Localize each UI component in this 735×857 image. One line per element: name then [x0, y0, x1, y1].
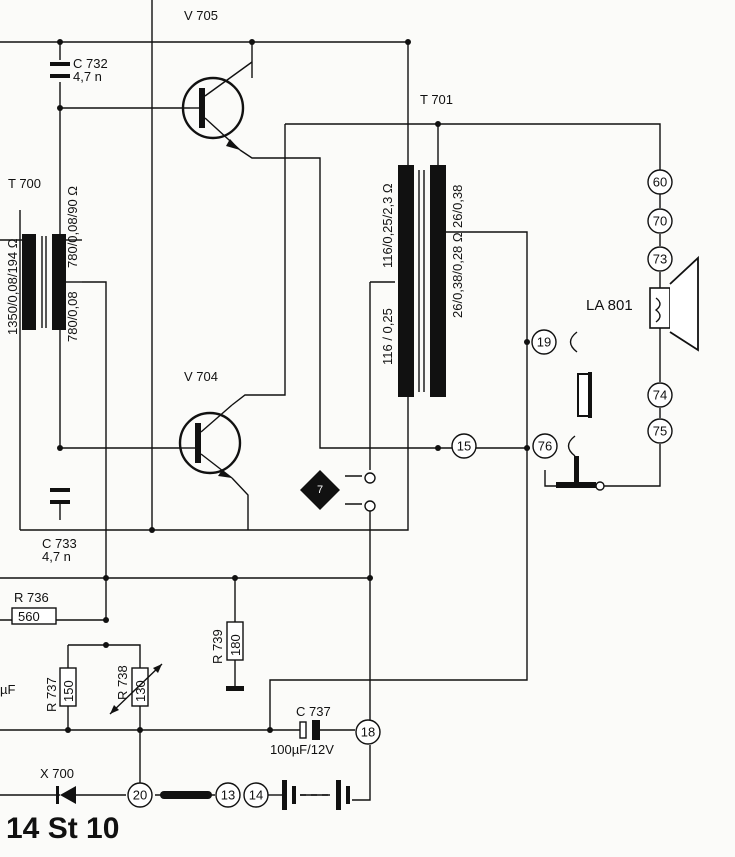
svg-text:18: 18	[361, 725, 375, 740]
svg-text:19: 19	[537, 335, 551, 350]
terminal-70: 70	[647, 208, 673, 234]
terminal-19: 19	[531, 329, 557, 355]
t701-winding-3: 26/0,38	[450, 185, 465, 228]
page-reference: 14 St 10	[6, 812, 119, 845]
capacitor-c732: C 732 4,7 n	[50, 56, 108, 84]
svg-text:13: 13	[221, 788, 235, 803]
transformer-t701: T 701 116/0,25/2,3 Ω 116 / 0,25 26/0,38 …	[380, 92, 465, 397]
terminal-14: 14	[243, 782, 269, 808]
t701-label: T 701	[420, 92, 453, 107]
resistor-r739: 180 R 739	[210, 621, 244, 691]
terminals: 60 70 73 74 75 19 76 15 18 20 13 14	[127, 169, 673, 808]
resistor-r736: R 736 560	[11, 590, 57, 625]
x700-label: X 700	[40, 766, 74, 781]
t700-label: T 700	[8, 176, 41, 191]
earphone-jack	[556, 331, 605, 491]
svg-text:15: 15	[457, 439, 471, 454]
t700-winding-secondary-b: 780/0,08	[65, 291, 80, 342]
t701-winding-2: 116 / 0,25	[380, 308, 395, 365]
r736-value: 560	[18, 609, 40, 624]
loudspeaker-la801: LA 801	[586, 255, 699, 352]
terminal-74: 74	[647, 382, 673, 408]
t701-winding-1: 116/0,25/2,3 Ω	[380, 183, 395, 268]
terminal-15: 15	[451, 433, 477, 459]
resistor-r737: 150 R 737	[44, 667, 77, 712]
terminal-18: 18	[355, 719, 381, 745]
svg-text:60: 60	[653, 175, 667, 190]
la801-label: LA 801	[586, 297, 633, 314]
terminal-13: 13	[215, 782, 241, 808]
capacitor-c737: C 737 100µF/12V	[270, 704, 334, 757]
c737-value: 100µF/12V	[270, 742, 334, 757]
c737-label: C 737	[296, 704, 331, 719]
r737-value: 150	[61, 680, 76, 702]
module-diamond-label: 7	[317, 484, 323, 496]
v705-label: V 705	[184, 8, 218, 23]
junction-dots	[57, 39, 530, 733]
r738-label: R 738	[115, 665, 130, 700]
terminal-60: 60	[647, 169, 673, 195]
t701-winding-4: 26/0,38/0,28 Ω	[450, 232, 465, 318]
transistor-v704: V 704	[178, 369, 242, 479]
t700-winding-secondary-a: 780/0,08/90 Ω	[65, 186, 80, 268]
c732-value: 4,7 n	[73, 69, 102, 84]
r739-value: 180	[228, 634, 243, 656]
uf-fragment-label: µF	[0, 682, 15, 697]
transformer-t700: T 700 1350/0,08/194 Ω 780/0,08/90 Ω 780/…	[0, 176, 82, 342]
v704-label: V 704	[184, 369, 218, 384]
transistor-v705: V 705	[181, 8, 253, 151]
c733-value: 4,7 n	[42, 549, 71, 564]
svg-text:76: 76	[538, 439, 552, 454]
capacitor-c733: C 733 4,7 n	[42, 488, 77, 564]
r736-label: R 736	[14, 590, 49, 605]
diode-x700: X 700	[40, 766, 76, 804]
r738-value: 130	[133, 680, 148, 702]
terminal-20: 20	[127, 782, 153, 808]
svg-text:74: 74	[653, 388, 667, 403]
r737-label: R 737	[44, 677, 59, 712]
svg-text:20: 20	[133, 788, 147, 803]
t700-winding-primary: 1350/0,08/194 Ω	[5, 238, 20, 335]
c733-label: C 733	[42, 536, 77, 551]
svg-text:14: 14	[249, 788, 263, 803]
svg-text:75: 75	[653, 424, 667, 439]
terminal-75: 75	[647, 418, 673, 444]
module-diamond: 7	[300, 470, 376, 512]
wires	[0, 0, 661, 801]
r739-label: R 739	[210, 629, 225, 664]
battery	[160, 780, 350, 810]
terminal-76: 76	[532, 433, 558, 459]
svg-text:73: 73	[653, 252, 667, 267]
c732-label: C 732	[73, 56, 108, 71]
svg-text:70: 70	[653, 214, 667, 229]
resistor-r738: 130 R 738	[109, 663, 163, 715]
terminal-73: 73	[647, 246, 673, 272]
